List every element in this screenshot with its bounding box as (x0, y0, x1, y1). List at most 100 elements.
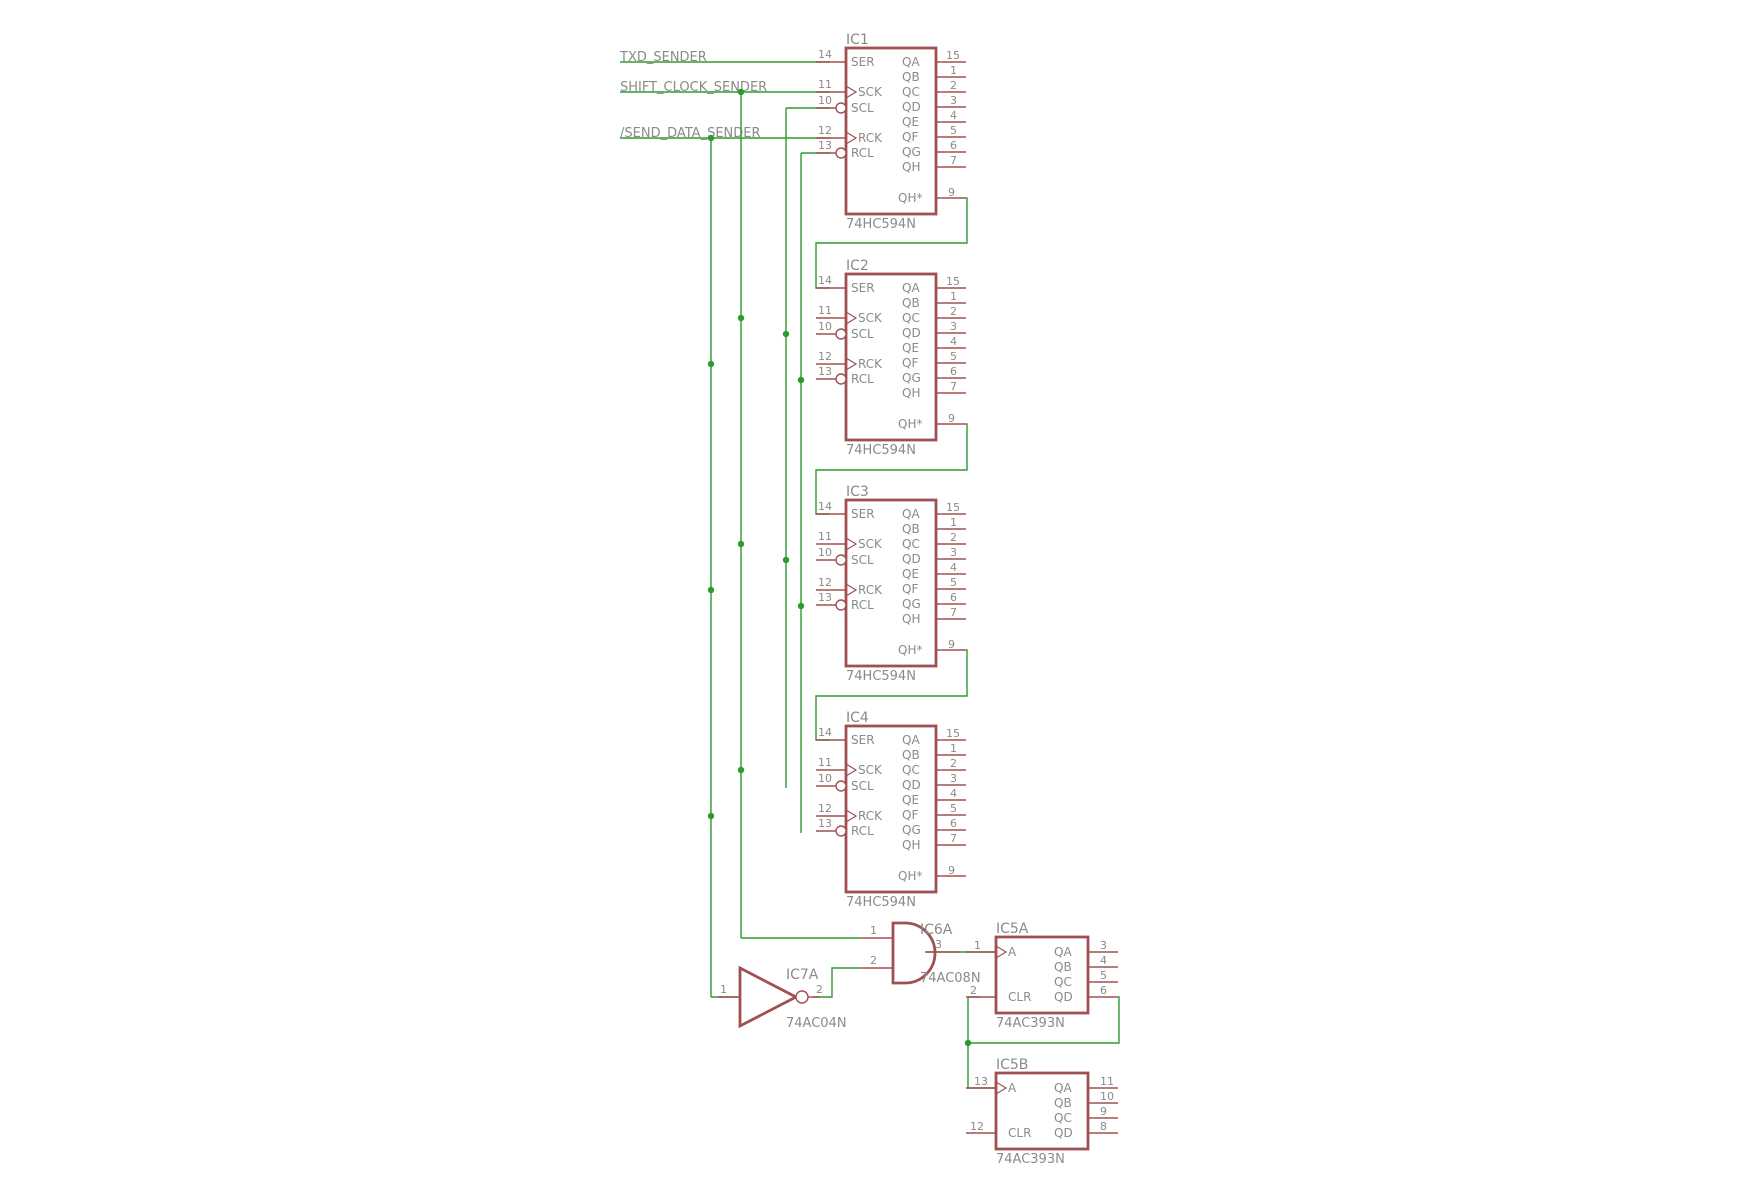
pin-label-rck: RCK (858, 357, 883, 371)
counter-pin-label-qc: QC (1054, 1111, 1072, 1125)
pin-label-qg: QG (902, 823, 921, 837)
pin-label-qc: QC (902, 763, 920, 777)
pin-label-scl: SCL (851, 327, 874, 341)
counter-value: 74AC393N (996, 1152, 1065, 1167)
pin-number-2: 2 (950, 757, 957, 770)
pin-number-1: 1 (950, 516, 957, 529)
pin-number-9: 9 (948, 864, 955, 877)
pin-label-qa: QA (902, 55, 920, 69)
pin-label-qe: QE (902, 793, 919, 807)
pin-number-9: 9 (948, 412, 955, 425)
pin-label-qb: QB (902, 296, 920, 310)
pin-label-qf: QF (902, 808, 918, 822)
pin-number-12: 12 (818, 802, 832, 815)
counter-pin-a-number: 13 (974, 1075, 988, 1088)
pin-label-rck: RCK (858, 131, 883, 145)
pin-label-qf: QF (902, 582, 918, 596)
pin-label-qd: QD (902, 100, 921, 114)
pin-number-7: 7 (950, 380, 957, 393)
pin-label-rck: RCK (858, 809, 883, 823)
pin-label-qa: QA (902, 733, 920, 747)
pin-number-7: 7 (950, 606, 957, 619)
pin-number-10: 10 (818, 94, 832, 107)
pin-number-13: 13 (818, 591, 832, 604)
pin-label-qc: QC (902, 537, 920, 551)
pin-number-14: 14 (818, 48, 832, 61)
counter-pin-a-number: 1 (974, 939, 981, 952)
chip-value: 74HC594N (846, 443, 916, 458)
pin-number-3: 3 (950, 772, 957, 785)
pin-number-14: 14 (818, 726, 832, 739)
pin-number-11: 11 (818, 530, 832, 543)
chip-ref: IC3 (846, 484, 869, 500)
pin-number-4: 4 (950, 787, 957, 800)
chip-value: 74HC594N (846, 669, 916, 684)
chip-value: 74HC594N (846, 895, 916, 910)
pin-number-4: 4 (950, 109, 957, 122)
counter-pin-label-qc: QC (1054, 975, 1072, 989)
pin-number-6: 6 (950, 365, 957, 378)
counter-pin-label-qd: QD (1054, 990, 1073, 1004)
pin-label-qc: QC (902, 85, 920, 99)
inverter-pin-in: 1 (720, 983, 727, 996)
pin-number-10: 10 (818, 772, 832, 785)
counter-pin-clr-number: 12 (970, 1120, 984, 1133)
counter-pin-number: 10 (1100, 1090, 1114, 1103)
pin-label-sck: SCK (858, 763, 883, 777)
pin-label-scl: SCL (851, 101, 874, 115)
pin-label-qg: QG (902, 371, 921, 385)
pin-label-rck: RCK (858, 583, 883, 597)
pin-number-11: 11 (818, 78, 832, 91)
pin-number-12: 12 (818, 124, 832, 137)
chip-value: 74HC594N (846, 217, 916, 232)
pin-number-2: 2 (950, 531, 957, 544)
pin-number-3: 3 (950, 94, 957, 107)
pin-label-sck: SCK (858, 311, 883, 325)
and-gate-ic6a: IC6A 74AC08N 1 2 3 (860, 921, 981, 986)
pin-label-ser: SER (851, 281, 875, 295)
counter-pin-label-qb: QB (1054, 960, 1072, 974)
pin-number-7: 7 (950, 154, 957, 167)
pin-label-qf: QF (902, 130, 918, 144)
counter-pin-number: 6 (1100, 984, 1107, 997)
pin-label-qb: QB (902, 70, 920, 84)
and-gate-pin-3: 3 (935, 938, 942, 951)
pin-number-11: 11 (818, 756, 832, 769)
pin-number-9: 9 (948, 186, 955, 199)
pin-label-qh-star: QH* (898, 191, 922, 205)
pin-number-7: 7 (950, 832, 957, 845)
pin-number-3: 3 (950, 320, 957, 333)
pin-number-2: 2 (950, 79, 957, 92)
chip-ref: IC1 (846, 32, 869, 48)
pin-number-1: 1 (950, 742, 957, 755)
counter-ref: IC5B (996, 1057, 1028, 1073)
pin-number-10: 10 (818, 320, 832, 333)
pin-number-15: 15 (946, 275, 960, 288)
pin-number-4: 4 (950, 335, 957, 348)
pin-number-6: 6 (950, 591, 957, 604)
pin-label-rcl: RCL (851, 824, 874, 838)
pin-label-qc: QC (902, 311, 920, 325)
net-label-txd-sender: TXD_SENDER (619, 50, 707, 65)
pin-number-2: 2 (950, 305, 957, 318)
counter-pin-label-qb: QB (1054, 1096, 1072, 1110)
pin-number-13: 13 (818, 139, 832, 152)
pin-number-15: 15 (946, 727, 960, 740)
inverter-value: 74AC04N (786, 1016, 847, 1031)
pin-label-qg: QG (902, 597, 921, 611)
net-label-send-data-sender: /SEND_DATA_SENDER (620, 126, 761, 141)
pin-label-qh: QH (902, 386, 920, 400)
pin-label-qe: QE (902, 567, 919, 581)
pin-label-qf: QF (902, 356, 918, 370)
pin-label-rcl: RCL (851, 372, 874, 386)
pin-number-3: 3 (950, 546, 957, 559)
pin-number-13: 13 (818, 365, 832, 378)
pin-label-qd: QD (902, 778, 921, 792)
pin-number-12: 12 (818, 576, 832, 589)
